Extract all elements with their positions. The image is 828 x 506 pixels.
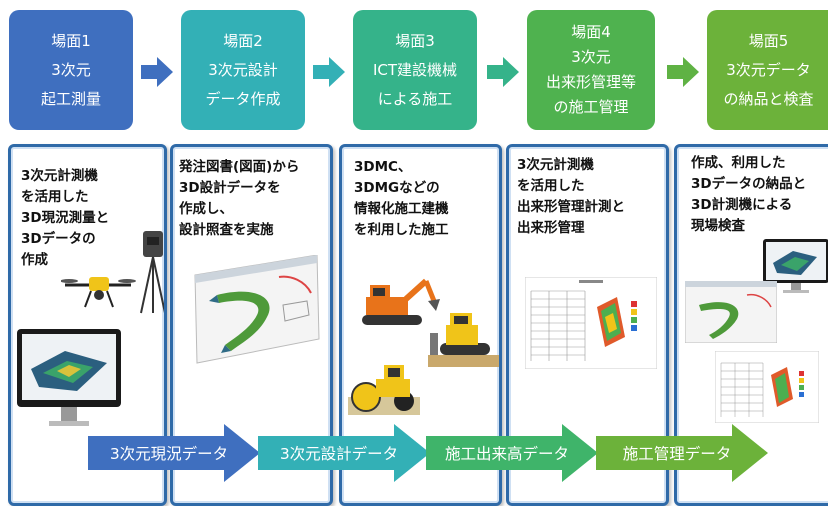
- monitor-image: [763, 239, 828, 293]
- design-software-image: [194, 255, 320, 364]
- step-header-line: 場面2: [223, 31, 263, 50]
- step-header-line: 3次元: [571, 48, 611, 66]
- right-arrow-icon: [667, 57, 699, 87]
- flow-arrow-3: 施工出来高データ: [426, 424, 598, 482]
- flow-label: 施工出来高データ: [444, 445, 569, 463]
- step-description: 3次元計測機 を活用した 3D現況測量と 3Dデータの 作成: [21, 168, 110, 268]
- step-header-3: 場面3 ICT建設機械 による施工: [353, 10, 477, 130]
- step-header-5: 場面5 3次元データ の納品と検査: [707, 10, 828, 130]
- inspection-sheet-image: [715, 351, 819, 423]
- flow-label: 施工管理データ: [622, 445, 732, 463]
- step-header-line: 3次元データ: [726, 60, 811, 79]
- step-panel-1: 3次元計測機 を活用した 3D現況測量と 3Dデータの 作成: [8, 144, 167, 506]
- flow-label: 3次元現況データ: [109, 445, 229, 463]
- flow-arrow-1: 3次元現況データ: [88, 424, 260, 482]
- roller-image: [348, 365, 420, 415]
- monitor-image: [17, 329, 121, 426]
- step-description: 3次元計測機 を活用した 出来形管理計測と 出来形管理: [517, 157, 625, 236]
- step-header-line: の施工管理: [553, 98, 629, 116]
- flow-arrow-2: 3次元設計データ: [258, 424, 430, 482]
- step-header-line: 3次元: [51, 60, 91, 79]
- drone-scanner-image: [61, 231, 164, 314]
- right-arrow-icon: [313, 57, 345, 87]
- step-header-line: 出来形管理等: [545, 73, 636, 91]
- flow-label: 3次元設計データ: [279, 445, 399, 463]
- step-header-line: 場面4: [571, 23, 611, 41]
- step-header-line: ICT建設機械: [372, 60, 458, 79]
- step-description: 作成、利用した 3Dデータの納品と 3D計測機による 現場検査: [691, 155, 807, 234]
- excavator-image: [362, 278, 440, 325]
- right-arrow-icon: [141, 57, 173, 87]
- step-header-line: 場面1: [51, 31, 91, 50]
- step-header-line: 起工測量: [40, 89, 101, 108]
- flow-arrow-4: 施工管理データ: [596, 424, 768, 482]
- inspection-sheet-image: [525, 277, 657, 369]
- step-header-line: 場面3: [395, 31, 435, 50]
- bulldozer-image: [428, 313, 499, 367]
- design-software-image: [685, 281, 777, 343]
- step-header-line: の納品と検査: [723, 89, 814, 108]
- step-header-line: データ作成: [205, 89, 281, 108]
- step-header-line: 場面5: [748, 31, 789, 50]
- step-description: 発注図書(図面)から 3D設計データを 作成し、 設計照査を実施: [179, 159, 300, 238]
- step-header-line: 3次元設計: [208, 60, 278, 79]
- step-header-line: による施工: [377, 89, 453, 108]
- step-header-1: 場面1 3次元 起工測量: [9, 10, 133, 130]
- step-header-4: 場面4 3次元 出来形管理等 の施工管理: [527, 10, 655, 130]
- step-header-2: 場面2 3次元設計 データ作成: [181, 10, 305, 130]
- step-description: 3DMC、 3DMGなどの 情報化施工建機 を利用した施工: [354, 159, 449, 238]
- right-arrow-icon: [487, 57, 519, 87]
